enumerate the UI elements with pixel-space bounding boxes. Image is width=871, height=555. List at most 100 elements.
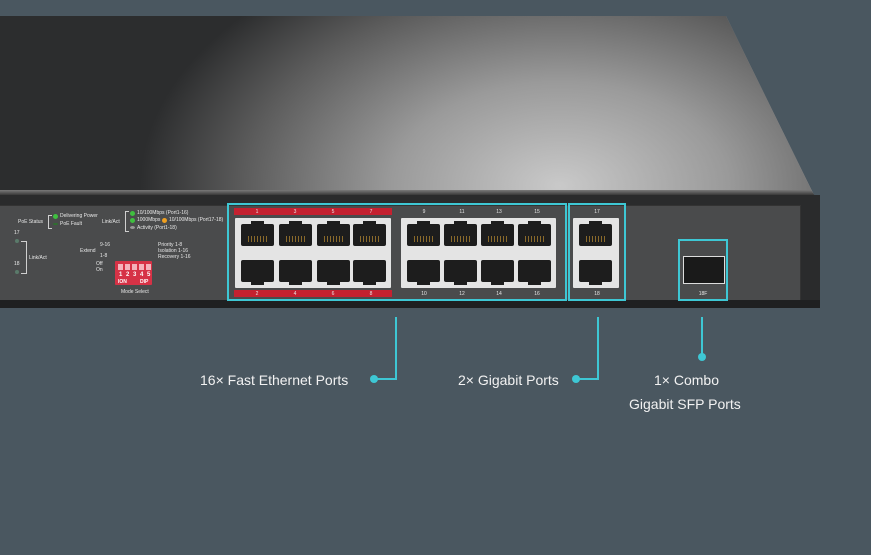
port-label: 16 <box>534 291 540 297</box>
led-18-label: 18 <box>14 261 20 267</box>
ethernet-port-12[interactable] <box>444 260 477 285</box>
speed-1000-label: 1000Mbps <box>137 217 161 223</box>
ethernet-port-16[interactable] <box>518 260 551 285</box>
link-act-bracket <box>125 211 129 232</box>
gigabit-callout-dot-icon <box>572 375 580 383</box>
poe-bracket <box>48 215 52 229</box>
dip-dip-label: DIP <box>140 279 149 285</box>
poe-status-label: PoE Status <box>18 219 44 225</box>
port-label: 3 <box>293 209 297 215</box>
sfp-caption-line2: Gigabit SFP Ports <box>629 396 741 412</box>
ethernet-port-7[interactable] <box>353 221 386 246</box>
port-label: 6 <box>331 291 335 297</box>
dip-switch-2[interactable] <box>125 264 130 270</box>
delivering-power-led-icon <box>53 214 58 219</box>
sfp-caption-line1: 1× Combo <box>654 372 719 388</box>
ethernet-port-2[interactable] <box>241 260 274 285</box>
ports-17-18-block <box>573 218 619 288</box>
poe-fault-label: PoE Fault <box>60 221 82 227</box>
fast-ethernet-caption: 16× Fast Ethernet Ports <box>200 372 349 388</box>
port-label: 1 <box>255 209 259 215</box>
port-label: 9 <box>422 209 426 215</box>
ethernet-port-6[interactable] <box>317 260 350 285</box>
ports-1-8-block <box>235 218 391 288</box>
on-label: On <box>96 267 103 273</box>
led-18-icon <box>15 270 19 274</box>
ethernet-port-11[interactable] <box>444 221 477 246</box>
ethernet-port-1[interactable] <box>241 221 274 246</box>
port-label: 8 <box>369 291 373 297</box>
ethernet-port-14[interactable] <box>481 260 514 285</box>
ports-9-16-block <box>401 218 556 288</box>
dip-switch-1[interactable] <box>118 264 123 270</box>
sfp-highlight <box>678 239 728 301</box>
poe-top-bar <box>234 208 392 215</box>
port-label: 13 <box>496 209 502 215</box>
sfp-callout-vertical <box>701 317 703 355</box>
ethernet-port-3[interactable] <box>279 221 312 246</box>
switch-lid-edge <box>0 190 815 196</box>
port-label: 10 <box>421 291 427 297</box>
fast-ethernet-highlight <box>227 203 567 301</box>
port-label: 7 <box>369 209 373 215</box>
off-label: Off <box>96 261 103 267</box>
fast-callout-vertical <box>395 317 397 380</box>
gigabit-callout-vertical <box>597 317 599 380</box>
dip-number-5: 5 <box>147 272 151 278</box>
switch-top-lid <box>0 16 815 197</box>
dip-switch-4[interactable] <box>139 264 144 270</box>
speed-10-100-b-label: 10/100Mbps (Port17-18) <box>169 217 224 223</box>
priority-label: Priority 1-8 <box>158 242 183 248</box>
activity-label: Activity (Port1-18) <box>137 225 177 231</box>
port-label: 17 <box>594 209 600 215</box>
gigabit-callout-horizontal <box>578 378 599 380</box>
ethernet-port-9[interactable] <box>407 221 440 246</box>
port-label: 15 <box>534 209 540 215</box>
sfp-port-label: 18F <box>698 291 708 297</box>
delivering-power-label: Delivering Power <box>60 213 98 219</box>
ethernet-port-5[interactable] <box>317 221 350 246</box>
port-label: 11 <box>459 209 465 215</box>
poe-bottom-bar <box>234 290 392 297</box>
dip-on-label: ION <box>118 279 127 285</box>
ethernet-port-4[interactable] <box>279 260 312 285</box>
led-17-label: 17 <box>14 230 20 236</box>
speed-10-100-label: 10/100Mbps (Port1-16) <box>137 210 189 216</box>
gigabit-caption: 2× Gigabit Ports <box>458 372 559 388</box>
speed-10-100-led-icon <box>130 211 135 216</box>
gigabit-highlight <box>568 203 626 301</box>
link-act-label: Link/Act <box>29 255 47 261</box>
isolation-label: Isolation 1-16 <box>158 248 189 254</box>
fast-callout-dot-icon <box>370 375 378 383</box>
dip-number-2: 2 <box>126 272 130 278</box>
dip-switch-3[interactable] <box>132 264 137 270</box>
recovery-label: Recovery 1-16 <box>158 254 191 260</box>
link-act-header: Link/Act <box>102 219 120 225</box>
extend-9-16-label: 9-16 <box>100 242 111 248</box>
port-label: 12 <box>459 291 465 297</box>
gigabit-port-18[interactable] <box>579 260 612 285</box>
ethernet-port-10[interactable] <box>407 260 440 285</box>
port-label: 4 <box>293 291 297 297</box>
ethernet-port-8[interactable] <box>353 260 386 285</box>
sfp-port-18f[interactable] <box>683 256 725 284</box>
fast-callout-horizontal <box>376 378 397 380</box>
gigabit-port-17[interactable] <box>579 221 612 246</box>
switch-bottom-edge <box>0 300 820 308</box>
extend-1-8-label: 1-8 <box>100 253 108 259</box>
ethernet-port-13[interactable] <box>481 221 514 246</box>
sfp-callout-dot-icon <box>698 353 706 361</box>
mode-select-label: Mode Select <box>121 289 149 295</box>
poe-fault-led-icon <box>53 223 58 225</box>
activity-led-icon <box>130 226 135 229</box>
dip-number-4: 4 <box>140 272 144 278</box>
port-label: 14 <box>496 291 502 297</box>
port-label: 5 <box>331 209 335 215</box>
port-label: 2 <box>255 291 259 297</box>
dip-switch-5[interactable] <box>146 264 151 270</box>
led-17-icon <box>15 239 19 243</box>
mode-select-dip-switch[interactable]: 1 2 3 4 5 ION DIP <box>115 261 152 285</box>
port-label: 18 <box>594 291 600 297</box>
extend-label: Extend <box>80 248 96 254</box>
ethernet-port-15[interactable] <box>518 221 551 246</box>
